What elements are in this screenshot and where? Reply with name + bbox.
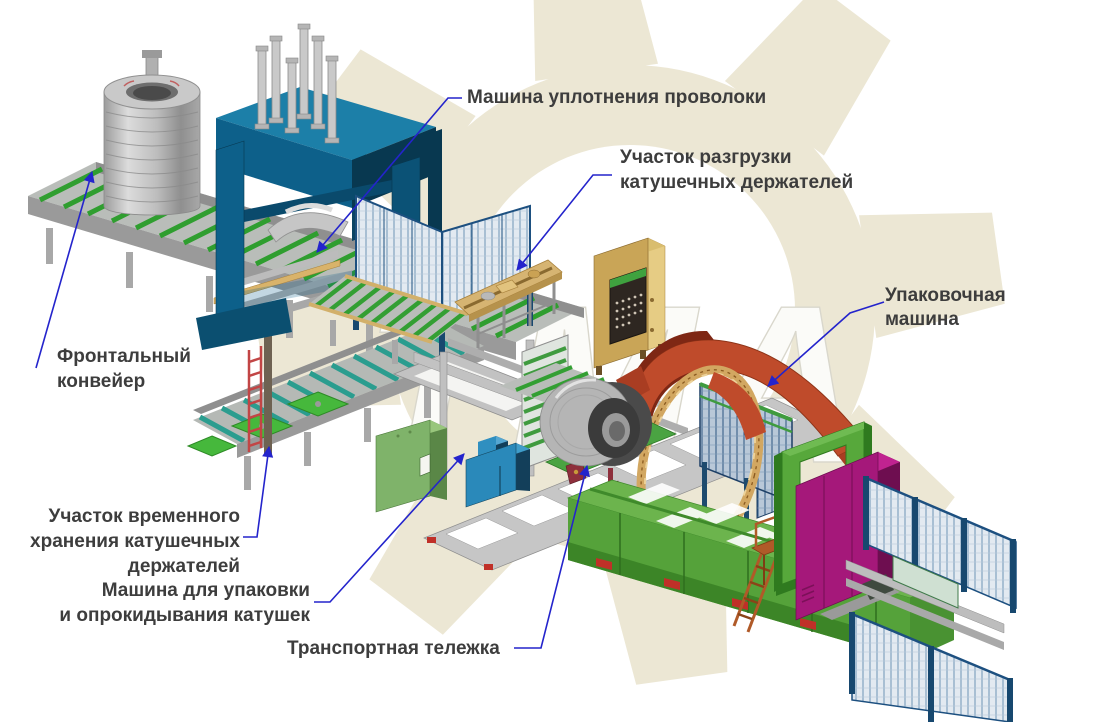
label-pack-tilt-1: Машина для упаковки [102, 580, 310, 601]
label-wire-compacting-machine: Машина уплотнения проволоки [467, 87, 766, 108]
holder-pole [264, 330, 272, 456]
leader-lines [35, 97, 885, 649]
label-temp-storage-2: хранения катушечных [30, 531, 240, 552]
press-base [196, 298, 292, 350]
control-cabinet [593, 237, 666, 375]
label-front-conveyor-2: конвейер [57, 371, 145, 392]
leader-temp-storage [243, 445, 274, 538]
leader-unloading-area [516, 174, 612, 271]
green-cabinet [375, 419, 447, 513]
leader-pack-tilt [314, 453, 465, 603]
leader-trolley [514, 464, 590, 649]
perimeter-fence [845, 476, 1017, 722]
press-cylinders [254, 23, 340, 144]
label-pack-tilt-2: и опрокидывания катушек [59, 605, 310, 626]
leader-front-conveyor [35, 170, 95, 369]
label-unloading-area-2: катушечных держателей [620, 172, 853, 193]
label-transport-trolley: Транспортная тележка [287, 638, 500, 659]
label-packing-machine-2: машина [885, 309, 959, 330]
leader-packing-machine [767, 301, 885, 387]
wire-coil [103, 50, 201, 216]
blue-unit [465, 436, 530, 508]
compactor-head [267, 212, 349, 243]
labels: Машина уплотнения проволоки Участок разг… [30, 87, 1006, 659]
label-temp-storage-3: держателей [128, 556, 240, 577]
press-exit-conveyor [308, 274, 469, 364]
label-unloading-area-1: Участок разгрузки [620, 147, 792, 168]
leader-wire-compacting [316, 97, 462, 253]
label-packing-machine-1: Упаковочная [885, 285, 1006, 306]
label-temp-storage-1: Участок временного [49, 506, 240, 527]
unloading-table [454, 259, 563, 348]
red-ladder [247, 346, 263, 452]
horizontal-coil [539, 377, 652, 467]
label-front-conveyor-1: Фронтальный [57, 346, 191, 367]
